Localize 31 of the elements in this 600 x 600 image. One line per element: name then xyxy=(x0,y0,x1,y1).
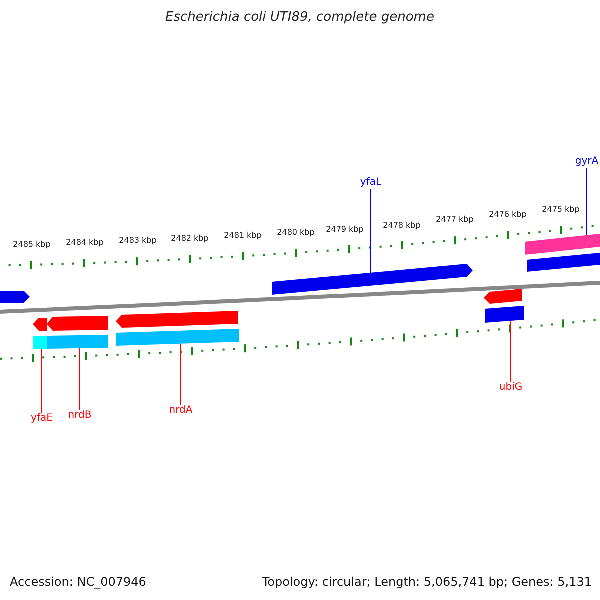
scale-label: 2479 kbp xyxy=(326,226,364,234)
scale-label: 2482 kbp xyxy=(171,235,209,243)
footer-note: Topology: circular; Length: 5,065,741 bp; Genes: 5,131 xyxy=(262,576,592,588)
scale-label: 2476 kbp xyxy=(489,211,527,219)
gene-label: ubiG xyxy=(499,383,523,393)
leader-line xyxy=(586,168,588,236)
gene-block xyxy=(525,234,600,272)
gene-label: yfaL xyxy=(360,178,382,188)
gene-feature xyxy=(116,311,239,346)
gene-label: yfaE xyxy=(31,414,53,424)
scale-label: 2475 kbp xyxy=(542,206,580,214)
leader-line xyxy=(370,188,372,274)
gene-feature xyxy=(47,316,108,349)
leader-line xyxy=(510,320,512,382)
scale-label: 2477 kbp xyxy=(436,216,474,224)
gene-feature xyxy=(272,264,473,295)
map-title: Escherichia coli UTI89, complete genome xyxy=(166,11,434,24)
scale-label: 2478 kbp xyxy=(383,222,421,230)
scale-label: 2481 kbp xyxy=(224,232,262,240)
gene-label: nrdA xyxy=(169,406,193,416)
leader-line xyxy=(180,343,182,406)
gene-label: gyrA xyxy=(575,157,599,167)
scale-label: 2480 kbp xyxy=(277,229,315,237)
scale-label: 2483 kbp xyxy=(119,237,157,245)
scale-label: 2485 kbp xyxy=(13,241,51,249)
gene-feature xyxy=(33,318,47,349)
scale-label: 2484 kbp xyxy=(66,239,104,247)
gene-feature xyxy=(0,291,30,303)
footer-note: Accession: NC_007946 xyxy=(10,576,146,588)
gene-feature xyxy=(484,289,524,323)
gene-label: nrdB xyxy=(68,411,92,421)
